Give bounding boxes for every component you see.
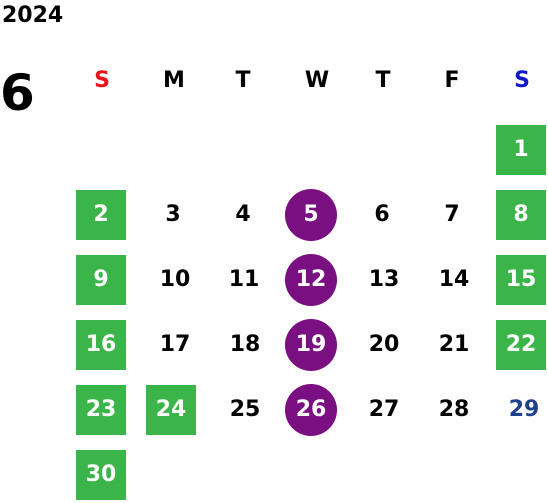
day-cell[interactable]: 4: [235, 202, 251, 227]
day-cell[interactable]: 29: [508, 397, 540, 422]
weekday-wednesday: W: [304, 68, 330, 93]
weekday-sunday: S: [94, 68, 110, 93]
day-cell[interactable]: 20: [368, 332, 400, 357]
day-cell[interactable]: 6: [374, 202, 390, 227]
day-cell[interactable]: 25: [229, 397, 261, 422]
day-cell[interactable]: 11: [228, 267, 260, 292]
day-cell[interactable]: 5: [285, 189, 337, 241]
day-cell[interactable]: 28: [438, 397, 470, 422]
weekday-friday: F: [444, 68, 460, 93]
day-cell[interactable]: 30: [76, 450, 126, 500]
day-cell[interactable]: 3: [165, 202, 181, 227]
day-cell[interactable]: 14: [438, 267, 470, 292]
day-cell[interactable]: 15: [496, 255, 546, 305]
day-cell[interactable]: 7: [444, 202, 460, 227]
day-cell[interactable]: 22: [496, 320, 546, 370]
day-cell[interactable]: 21: [438, 332, 470, 357]
weekday-thursday: T: [375, 68, 391, 93]
day-cell[interactable]: 24: [146, 385, 196, 435]
day-cell[interactable]: 16: [76, 320, 126, 370]
day-cell[interactable]: 17: [159, 332, 191, 357]
day-cell[interactable]: 12: [285, 254, 337, 306]
day-cell[interactable]: 8: [496, 190, 546, 240]
year-label: 2024: [2, 3, 64, 28]
month-number: 6: [0, 64, 35, 122]
weekday-saturday: S: [514, 68, 530, 93]
day-cell[interactable]: 13: [368, 267, 400, 292]
day-cell[interactable]: 26: [285, 384, 337, 436]
day-cell[interactable]: 2: [76, 190, 126, 240]
day-cell[interactable]: 23: [76, 385, 126, 435]
day-cell[interactable]: 27: [368, 397, 400, 422]
day-cell[interactable]: 1: [496, 125, 546, 175]
day-cell[interactable]: 19: [285, 319, 337, 371]
day-cell[interactable]: 9: [76, 255, 126, 305]
day-cell[interactable]: 18: [229, 332, 261, 357]
weekday-tuesday: T: [235, 68, 251, 93]
weekday-monday: M: [163, 68, 185, 93]
day-cell[interactable]: 10: [159, 267, 191, 292]
